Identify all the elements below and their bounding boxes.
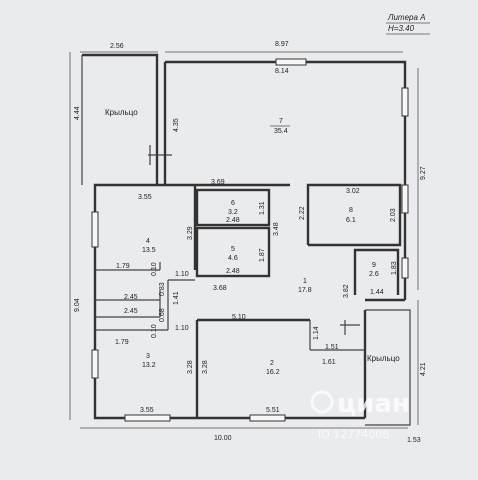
window-left-1 bbox=[91, 211, 99, 248]
dim-r8-top: 3.02 bbox=[346, 188, 360, 195]
dim-r5-w: 2.48 bbox=[226, 268, 240, 275]
dim-sub-b: 2.45 bbox=[124, 308, 138, 315]
dim-hall-w: 3.68 bbox=[213, 285, 227, 292]
room5-area: 4.6 bbox=[228, 255, 238, 262]
outer-wall-top-right bbox=[165, 60, 407, 300]
dim-r1-small: 1.14 bbox=[313, 326, 320, 340]
dim-r3-h: 3.28 bbox=[187, 360, 194, 374]
dim-r1-b1: 1.51 bbox=[325, 344, 339, 351]
cian-watermark: циан ID 12774008 bbox=[310, 389, 410, 441]
dim-r6-w: 2.48 bbox=[226, 217, 240, 224]
porch-right-outline bbox=[365, 309, 411, 426]
room5-walls bbox=[195, 226, 271, 278]
room8-area: 6.1 bbox=[346, 217, 356, 224]
cian-logo-icon bbox=[310, 390, 334, 414]
window-bottom-1 bbox=[124, 414, 171, 422]
dim-hall-sub: 1.41 bbox=[173, 291, 180, 305]
dim-r8-right: 2.03 bbox=[390, 208, 397, 222]
watermark-brand: циан bbox=[337, 389, 410, 419]
room3-area: 13.2 bbox=[142, 362, 156, 369]
room6-number: 6 bbox=[231, 200, 235, 207]
dim-r3-corr: 0.10 bbox=[151, 324, 158, 338]
room2-area: 16.2 bbox=[266, 369, 280, 376]
room7-number: 7 bbox=[279, 118, 283, 125]
dim-bottom-total: 10.00 bbox=[214, 435, 232, 442]
dim-corr-2: 0.10 bbox=[151, 262, 158, 276]
dim-r1-b2: 1.61 bbox=[322, 359, 336, 366]
dim-bottom-right: 1.53 bbox=[407, 437, 421, 444]
dim-porch-top-width: 2.56 bbox=[110, 43, 124, 50]
room9-number: 9 bbox=[372, 262, 376, 269]
room2-number: 2 bbox=[270, 360, 274, 367]
room1-area: 17.8 bbox=[298, 287, 312, 294]
watermark-id: ID 12774008 bbox=[318, 428, 389, 441]
room8-number: 8 bbox=[349, 207, 353, 214]
dim-r5-h: 1.87 bbox=[259, 248, 266, 262]
room1-number: 1 bbox=[303, 278, 307, 285]
room9-area: 2.6 bbox=[369, 271, 379, 278]
dim-r8-left: 2.22 bbox=[299, 206, 306, 220]
dim-bottom-left: 3.55 bbox=[140, 407, 154, 414]
dim-corr-4: 0.83 bbox=[159, 282, 166, 296]
dim-top-inner: 8.14 bbox=[275, 68, 289, 75]
dim-corr-3: 1.10 bbox=[175, 271, 189, 278]
dim-r4-h: 3.29 bbox=[187, 226, 194, 240]
dim-left-outer: 9.04 bbox=[74, 298, 81, 312]
porch-right-label: Крыльцо bbox=[367, 354, 400, 363]
dim-r56-total: 3.48 bbox=[273, 222, 280, 236]
plan-height-label: H=3.40 bbox=[388, 24, 415, 33]
window-right-1 bbox=[401, 87, 409, 117]
dim-porch-height: 4.44 bbox=[74, 106, 81, 120]
dim-top-outer: 8.97 bbox=[275, 41, 289, 48]
dim-bottom-mid: 5.51 bbox=[266, 407, 280, 414]
room9-walls bbox=[353, 248, 400, 295]
window-right-2 bbox=[401, 184, 409, 214]
plan-title: Литера А bbox=[387, 13, 426, 22]
dim-r9-h: 1.83 bbox=[391, 261, 398, 275]
window-bottom-2 bbox=[249, 414, 286, 422]
dim-r2-top: 5.10 bbox=[232, 314, 246, 321]
dim-r2-h: 3.28 bbox=[202, 360, 209, 374]
window-left-2 bbox=[91, 349, 99, 379]
dim-corr-1: 1.79 bbox=[116, 263, 130, 270]
dim-r1-h: 3.82 bbox=[343, 284, 350, 298]
room6-walls bbox=[195, 188, 271, 227]
dim-sub-a: 2.45 bbox=[124, 294, 138, 301]
porch-top-label: Крыльцо bbox=[105, 108, 138, 117]
room4-area: 13.5 bbox=[142, 247, 156, 254]
room3-number: 3 bbox=[146, 353, 150, 360]
dim-r3-corr2: 1.10 bbox=[175, 325, 189, 332]
outer-wall-left-bottom bbox=[93, 183, 365, 420]
room5-number: 5 bbox=[231, 246, 235, 253]
window-top bbox=[275, 58, 307, 66]
room8-walls bbox=[306, 183, 402, 247]
dim-r4-top: 3.55 bbox=[138, 194, 152, 201]
room7-area: 35.4 bbox=[274, 128, 288, 135]
dim-porch-inner: 4.35 bbox=[173, 118, 180, 132]
dim-porch-right-h: 4.21 bbox=[420, 362, 427, 376]
dim-sub-c: 0.68 bbox=[159, 308, 166, 322]
dim-r9-w: 1.44 bbox=[370, 289, 384, 296]
dim-right-outer-top: 9.27 bbox=[420, 166, 427, 180]
room4-number: 4 bbox=[146, 238, 150, 245]
window-right-3 bbox=[401, 257, 409, 279]
dim-r7-bottom: 3.69 bbox=[211, 179, 225, 186]
room6-area: 3.2 bbox=[228, 209, 238, 216]
dim-r3-top: 1.79 bbox=[115, 339, 129, 346]
dim-r6-h: 1.31 bbox=[259, 201, 266, 215]
porch-top-wall bbox=[82, 53, 159, 185]
